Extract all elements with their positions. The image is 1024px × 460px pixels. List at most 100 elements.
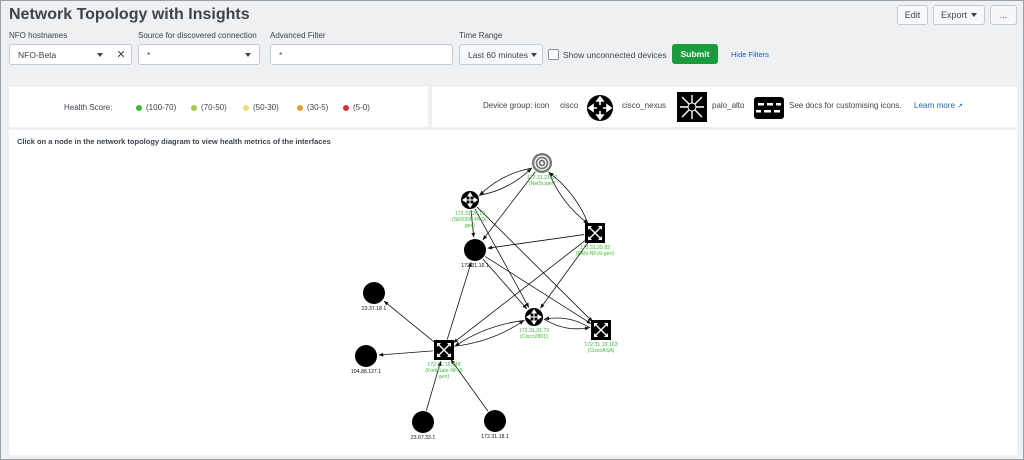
host-icon: [484, 410, 506, 432]
topology-node-n23b[interactable]: 23.67.33.1: [411, 411, 436, 441]
time-range-select[interactable]: Last 60 minutes: [459, 44, 543, 65]
health-dot-icon: [191, 104, 197, 111]
learn-more-link[interactable]: Learn more ↗: [914, 101, 963, 110]
clear-nfo-button[interactable]: ✕: [111, 44, 132, 65]
device-group-label: Device group: icon: [483, 101, 550, 110]
nfo-hostnames-select[interactable]: NFO-Beta: [9, 44, 112, 65]
advanced-filter-input[interactable]: *: [270, 44, 453, 65]
topology-node-srx[interactable]: 172.31.24.19(SRX300-PFIX-gen): [452, 191, 488, 229]
topology-edge: [479, 167, 533, 196]
hide-filters-link[interactable]: Hide Filters: [731, 50, 769, 59]
device-group-panel: [432, 87, 1017, 127]
switch-icon: [591, 320, 611, 340]
router-icon: [525, 308, 543, 326]
topology-edge: [383, 300, 436, 344]
more-actions-button[interactable]: ...: [990, 5, 1017, 25]
host-icon: [464, 239, 486, 261]
health-level-5: (5-0): [343, 103, 370, 112]
show-unconnected-checkbox[interactable]: [548, 49, 559, 60]
device-cisco-label: cisco: [560, 101, 579, 110]
node-label: (CiscoASA): [588, 348, 615, 354]
topology-node-n16[interactable]: 172.31.16.1: [461, 239, 489, 269]
export-label: Export: [940, 10, 967, 20]
health-score-label: Health Score:: [64, 103, 113, 112]
node-label: gen): [465, 223, 476, 229]
topology-node-pan[interactable]: 172.31.25.82(PAN-NFv9-gen): [576, 223, 615, 257]
health-level-4: (30-5): [297, 103, 328, 112]
topology-edge: [425, 361, 442, 411]
topology-node-c2801[interactable]: 172.31.31.73(Cisco2801): [519, 308, 549, 340]
source-select[interactable]: *: [138, 44, 260, 65]
topology-edge: [544, 316, 591, 329]
node-label: 172.31.16.1: [461, 263, 489, 269]
node-label: 172.31.24.19: [455, 211, 485, 217]
show-unconnected-label: Show unconnected devices: [563, 50, 667, 60]
topology-instruction: Click on a node in the network topology …: [17, 137, 331, 146]
topology-edge: [478, 168, 532, 196]
node-label: 23.37.18.1: [362, 306, 387, 312]
node-label: 104.88.127.1: [351, 369, 381, 375]
switch-icon: [585, 223, 605, 243]
time-range-label: Time Range: [459, 31, 503, 40]
topology-edge: [548, 172, 589, 225]
node-label: 172.31.31.73: [519, 328, 549, 334]
topology-edge: [482, 171, 536, 241]
topology-edge: [482, 258, 528, 310]
time-range-value: Last 60 minutes: [468, 49, 529, 60]
health-level-2: (70-50): [191, 103, 227, 112]
topology-edge: [454, 320, 525, 347]
health-dot-icon: [343, 104, 349, 111]
firewall-icon: [754, 97, 784, 119]
topology-node-asa[interactable]: 172.31.19.163(CiscoASA): [584, 320, 618, 354]
topology-edge: [446, 261, 472, 340]
learn-more-label: Learn more: [914, 101, 955, 110]
page-title: Network Topology with Insights: [9, 6, 250, 23]
health-dot-icon: [297, 104, 303, 111]
topology-edge: [484, 256, 592, 324]
export-button[interactable]: Export: [933, 5, 985, 25]
topology-edge: [476, 206, 593, 322]
health-level-1: (100-70): [136, 103, 176, 112]
edit-button[interactable]: Edit: [897, 5, 928, 25]
netscaler-icon: [532, 153, 552, 173]
host-icon: [363, 282, 385, 304]
node-label: 172.31.18.1: [481, 434, 509, 440]
nfo-hostnames-value: NFO-Beta: [18, 49, 57, 60]
host-icon: [355, 345, 377, 367]
topology-node-ns[interactable]: 172.31.21.22(NetScaler): [527, 153, 557, 187]
node-label: (SRX300-PFIX-: [452, 217, 488, 223]
health-dot-icon: [243, 104, 249, 111]
switch-icon: [434, 340, 454, 360]
topology-edge: [474, 208, 530, 308]
topology-edge: [378, 350, 434, 357]
router-icon: [461, 191, 479, 209]
topology-edge: [454, 320, 525, 347]
topology-edge: [470, 209, 476, 238]
nfo-hostnames-label: NFO hostnames: [9, 31, 68, 40]
caret-down-icon: [245, 53, 251, 57]
caret-down-icon: [531, 53, 537, 57]
node-label: 23.67.33.1: [411, 435, 436, 441]
docs-text: See docs for customising icons.: [789, 101, 902, 110]
node-label: (Cisco2801): [520, 334, 548, 340]
source-value: *: [147, 49, 151, 60]
topology-edge: [487, 234, 585, 250]
device-palo-alto-label: palo_alto: [712, 101, 745, 110]
node-label: 172.31.25.82: [580, 245, 610, 251]
topology-node-n23a[interactable]: 23.37.18.1: [362, 282, 387, 312]
topology-node-n172[interactable]: 172.31.18.1: [481, 410, 509, 440]
topology-edge: [450, 359, 489, 412]
caret-down-icon: [971, 13, 977, 17]
router-icon: [587, 95, 613, 121]
topology-node-n104[interactable]: 104.88.127.1: [351, 345, 381, 375]
source-label: Source for discovered connection: [138, 31, 257, 40]
node-label: 172.31.21.22: [527, 175, 557, 181]
submit-button[interactable]: Submit: [672, 44, 718, 64]
advanced-filter-label: Advanced Filter: [270, 31, 326, 40]
node-label: (FortiGate-NFv5: [425, 368, 463, 374]
host-icon: [412, 411, 434, 433]
health-score-panel: [9, 87, 428, 127]
topology-panel: [9, 130, 1017, 455]
